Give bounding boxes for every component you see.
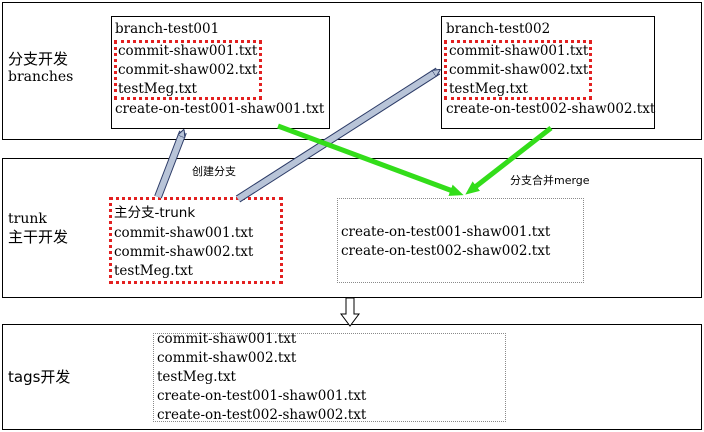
branch2-item: commit-shaw001.txt <box>449 43 589 59</box>
merge-label: 分支合并merge <box>510 174 590 187</box>
branches-label-en: branches <box>8 69 74 85</box>
tags-item: create-on-test002-shaw002.txt <box>157 407 367 423</box>
trunk-item: commit-shaw001.txt <box>114 225 254 241</box>
tags-item: commit-shaw002.txt <box>157 350 297 366</box>
trunk-title: 主分支-trunk <box>114 205 195 221</box>
trunk-lane-label: trunk 主干开发 <box>8 210 68 246</box>
merged-item: create-on-test001-shaw001.txt <box>341 224 551 240</box>
branches-lane-label: 分支开发 branches <box>8 50 73 86</box>
trunk-item: commit-shaw002.txt <box>114 244 254 260</box>
branch2-item: testMeg.txt <box>449 81 528 97</box>
tags-item: create-on-test001-shaw001.txt <box>157 388 367 404</box>
trunk-to-tags-arrow <box>340 297 360 327</box>
tags-item: testMeg.txt <box>157 369 236 385</box>
branch-test001-title: branch-test001 <box>115 21 220 37</box>
trunk-title-text: 主分支-trunk <box>114 205 196 221</box>
tags-item: commit-shaw001.txt <box>157 331 297 347</box>
trunk-label-en: trunk <box>8 211 47 227</box>
tags-label: tags开发 <box>8 368 71 386</box>
branch2-item: commit-shaw002.txt <box>449 62 589 78</box>
branches-label-zh: 分支开发 <box>8 50 69 68</box>
trunk-item: testMeg.txt <box>114 263 193 279</box>
tags-files-box <box>153 333 506 422</box>
create-branch-label: 创建分支 <box>192 165 236 178</box>
trunk-label-zh: 主干开发 <box>8 228 69 246</box>
branch1-extra-file: create-on-test001-shaw001.txt <box>115 101 325 117</box>
branch-test002-dotted-group <box>444 40 592 100</box>
tags-lane-label: tags开发 <box>8 368 70 387</box>
branch-test002-title: branch-test002 <box>446 21 551 37</box>
branch2-extra-file: create-on-test002-shaw002.txt <box>446 101 656 117</box>
branch1-item: commit-shaw002.txt <box>118 62 258 78</box>
branch1-item: commit-shaw001.txt <box>118 43 258 59</box>
merged-item: create-on-test002-shaw002.txt <box>341 243 551 259</box>
trunk-dotted-box <box>109 197 283 284</box>
merged-files-box <box>337 198 584 283</box>
branch1-item: testMeg.txt <box>118 81 197 97</box>
